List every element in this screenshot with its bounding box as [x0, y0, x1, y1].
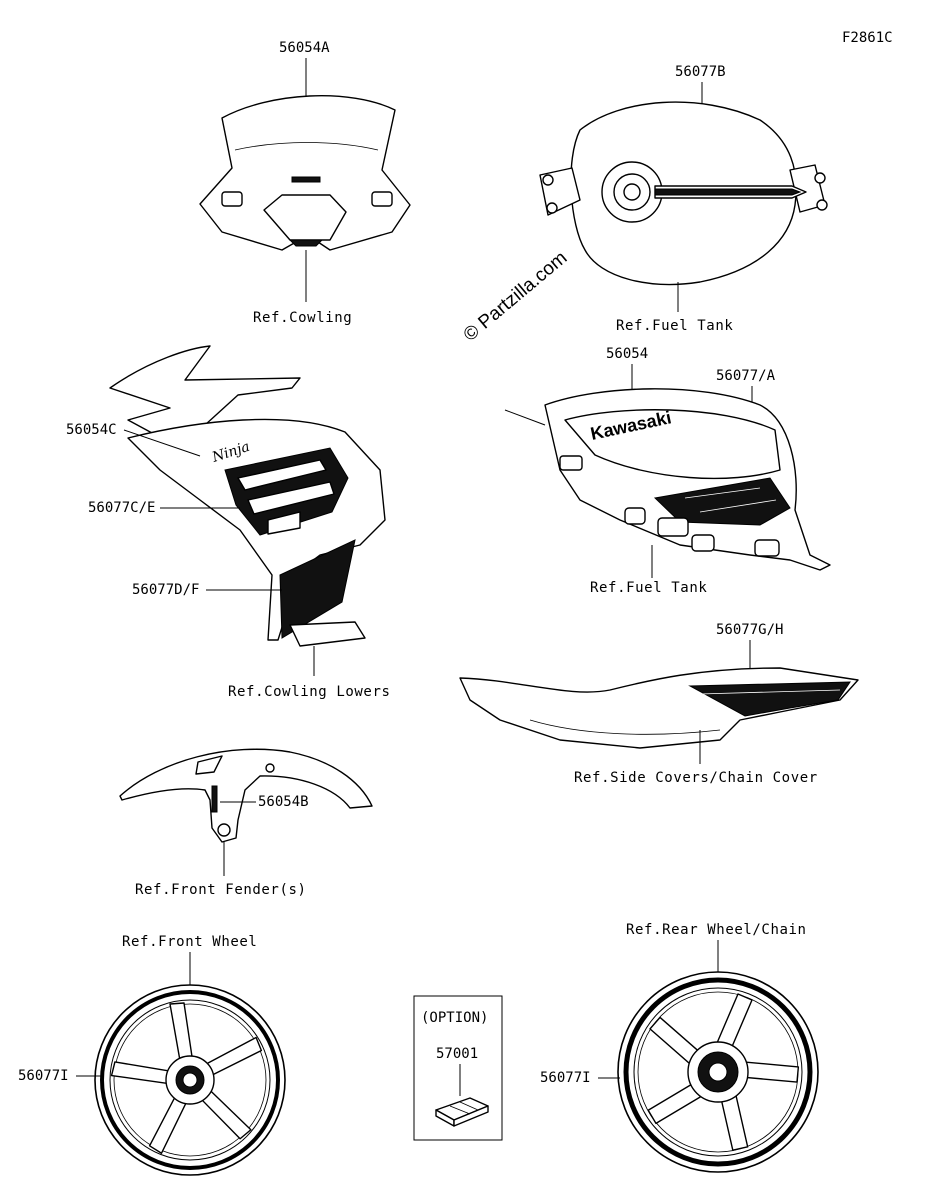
label-ref-rear-wheel[interactable]: Ref.Rear Wheel/Chain — [626, 922, 807, 938]
label-56077B[interactable]: 56077B — [675, 64, 726, 80]
label-56077CE[interactable]: 56077C/E — [88, 500, 155, 516]
label-56054A[interactable]: 56054A — [279, 40, 330, 56]
label-57001[interactable]: 57001 — [436, 1046, 478, 1062]
label-56077I-front[interactable]: 56077I — [18, 1068, 69, 1084]
cowling-group: Ninja 56054C 56077C/E 56077D/F Ref.Cowli… — [66, 345, 391, 700]
rear-wheel-shape — [617, 971, 819, 1173]
option-box-group: (OPTION) 57001 — [413, 995, 503, 1141]
front-fender-shape — [119, 748, 373, 843]
option-part-shape — [435, 1097, 489, 1127]
label-ref-cowling[interactable]: Ref.Cowling — [253, 310, 352, 326]
label-ref-cowling-lowers[interactable]: Ref.Cowling Lowers — [228, 684, 391, 700]
label-option-title[interactable]: (OPTION) — [421, 1010, 488, 1026]
label-56077GH[interactable]: 56077G/H — [716, 622, 783, 638]
label-56054[interactable]: 56054 — [606, 346, 648, 362]
label-56077DF[interactable]: 56077D/F — [132, 582, 199, 598]
label-56054B[interactable]: 56054B — [258, 794, 309, 810]
label-ref-front-fender[interactable]: Ref.Front Fender(s) — [135, 882, 307, 898]
label-56077A[interactable]: 56077/A — [716, 368, 776, 384]
label-ref-fuel-tank-top[interactable]: Ref.Fuel Tank — [616, 318, 733, 334]
side-covers-group: 56077G/H Ref.Side Covers/Chain Cover — [459, 622, 859, 786]
fuel-tank-side-group: 56054 56077/A Kawasaki Ref.Fuel Tank — [504, 346, 831, 596]
windscreen-shape — [199, 95, 411, 251]
front-fender-group: 56054B Ref.Front Fender(s) — [119, 748, 373, 898]
fuel-tank-top-group: 56077B Ref.Fuel Tank — [539, 64, 828, 334]
label-ref-side-covers[interactable]: Ref.Side Covers/Chain Cover — [574, 770, 818, 786]
label-56077I-rear[interactable]: 56077I — [540, 1070, 591, 1086]
label-ref-front-wheel[interactable]: Ref.Front Wheel — [122, 934, 257, 950]
label-ref-fuel-tank-side[interactable]: Ref.Fuel Tank — [590, 580, 707, 596]
diagram-code: F2861C — [842, 30, 893, 46]
leader-line — [123, 429, 201, 457]
front-wheel-shape — [94, 984, 286, 1176]
windscreen-group: 56054A Ref.Cowling — [199, 40, 411, 326]
rear-wheel-group: Ref.Rear Wheel/Chain 56077I — [540, 922, 819, 1173]
watermark: © Partzilla.com — [460, 247, 572, 345]
front-wheel-group: Ref.Front Wheel 56077I — [18, 934, 286, 1176]
line-fuel-hose — [504, 409, 546, 426]
label-56054C[interactable]: 56054C — [66, 422, 117, 438]
side-cover-shape — [459, 667, 859, 749]
